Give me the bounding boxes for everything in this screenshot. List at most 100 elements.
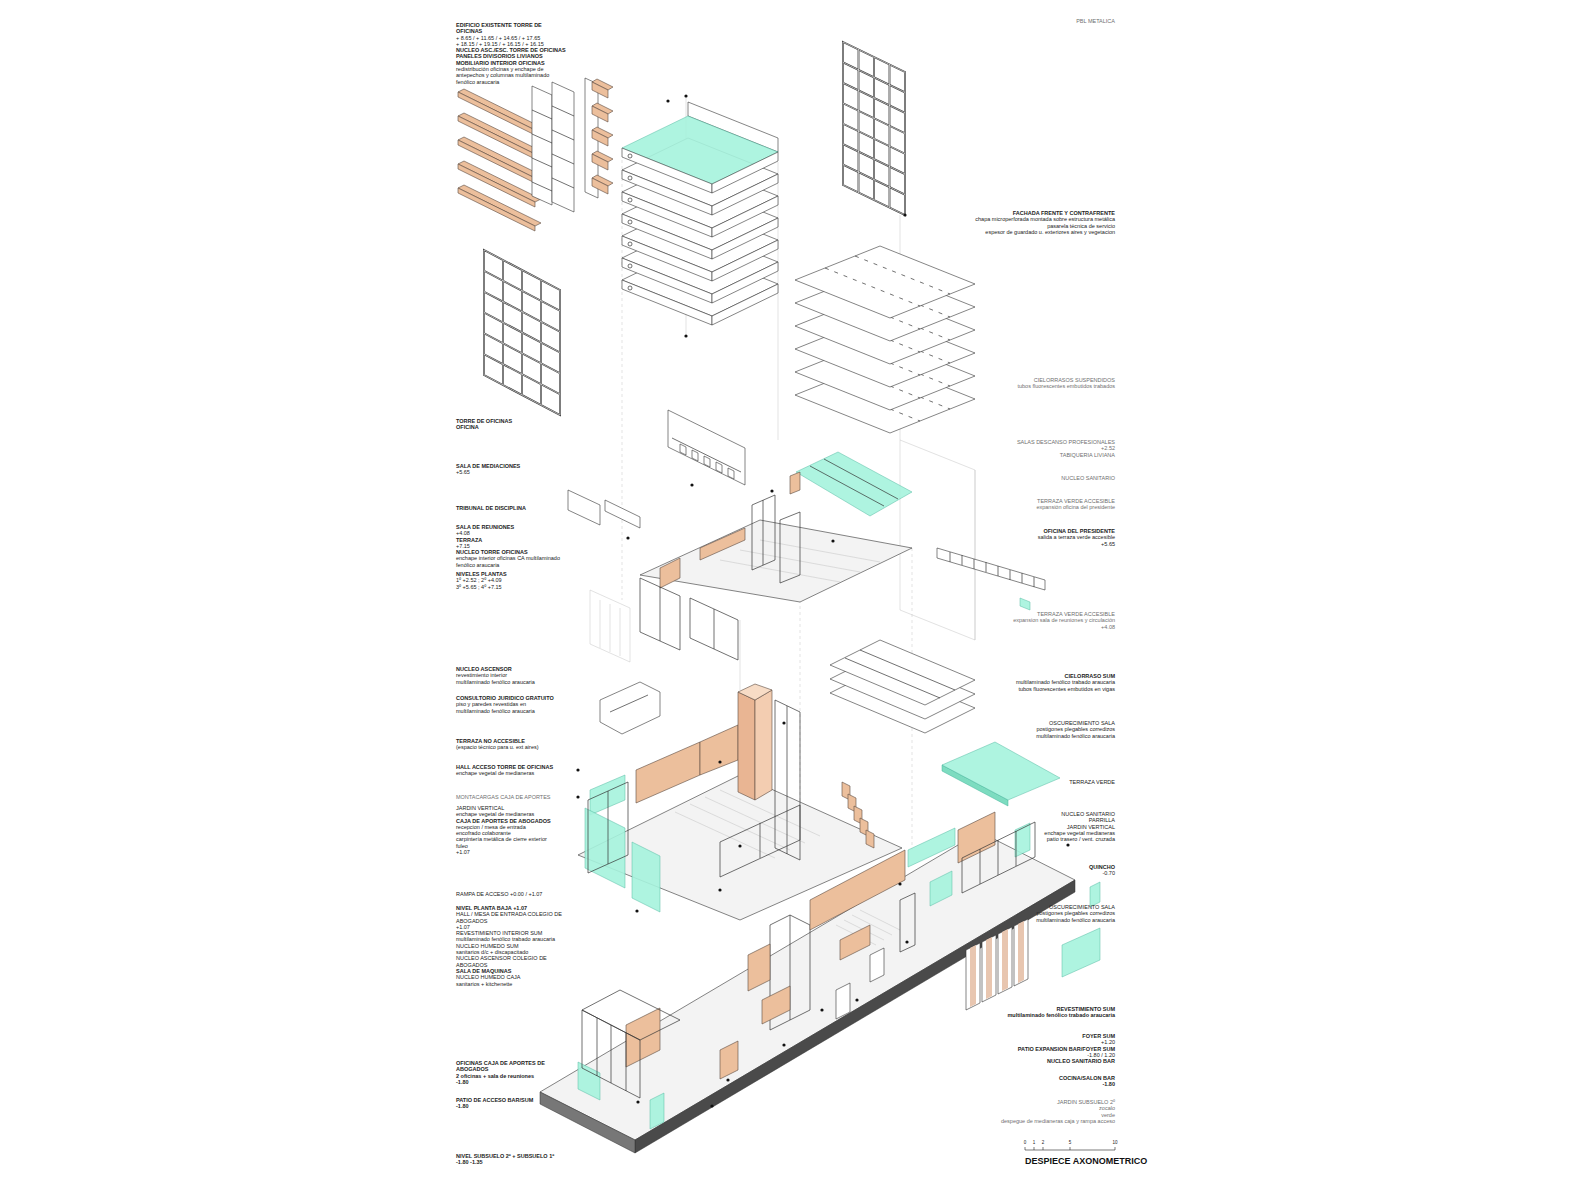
annotation-group: TERRAZA VERDE <box>945 779 1115 785</box>
annotation-label: 1º +2.52 ; 2º +4.09 <box>456 577 566 583</box>
annotation-label: NIVEL SUBSUELO 2º + SUBSUELO 1º <box>456 1153 566 1159</box>
annotation-label: salida a terraza verde accesible <box>945 534 1115 540</box>
annotation-group: EDIFICIO EXISTENTE TORRE DE OFICINAS+ 8.… <box>456 22 566 85</box>
annotation-label: HALL ACCESO TORRE DE OFICINAS <box>456 764 566 770</box>
annotation-group: JARDIN SUBSUELO 2ºzocaloverdedespegue de… <box>945 1099 1115 1124</box>
annotation-label: encofrado colaborante <box>456 830 566 836</box>
annotation-label: +4.08 <box>456 530 566 536</box>
annotation-label: RAMPA DE ACCESO +0.00 / +1.07 <box>456 891 566 897</box>
annotation-group: TRIBUNAL DE DISCIPLINA <box>456 505 566 511</box>
annotation-group: PATIO DE ACCESO BAR/SUM-1.80 <box>456 1097 566 1110</box>
annotation-label: JARDIN VERTICAL <box>945 824 1115 830</box>
annotation-label: expansion sala de reuniones y circulació… <box>945 617 1115 623</box>
annotation-label: -1.80 / 1.20 <box>945 1052 1115 1058</box>
annotation-label: enchape interior oficinas CA multilamina… <box>456 555 566 568</box>
annotation-group: JARDIN VERTICALenchape vegetal de median… <box>456 805 566 855</box>
annotation-label: NUCLEO SANITARIO BAR <box>945 1058 1115 1064</box>
annotation-group: RAMPA DE ACCESO +0.00 / +1.07 <box>456 891 566 897</box>
facade-grid-right-inner <box>843 42 905 215</box>
wall-lining-panels <box>966 882 1100 1010</box>
annotation-group: COCINA/SALON BAR-1.80 <box>945 1075 1115 1088</box>
annotation-label: NUCLEO HUMEDO CAJA <box>456 974 566 980</box>
annotation-group: NIVEL PLANTA BAJA +1.07HALL / MESA DE EN… <box>456 905 566 987</box>
facade-grid-right <box>843 42 905 215</box>
annotation-label: multilaminado fenólico trabado araucaria <box>945 1012 1115 1018</box>
annotation-label: HALL / MESA DE ENTRADA COLEGIO DE ABOGAD… <box>456 911 566 924</box>
drawing-title: DESPIECE AXONOMETRICO <box>1025 1156 1147 1166</box>
annotation-label: multilaminado fenólico trabado araucaria <box>945 679 1115 685</box>
annotation-label: TRIBUNAL DE DISCIPLINA <box>456 505 566 511</box>
annotation-group: OSCURECIMIENTO SALApostigones plegables … <box>945 904 1115 923</box>
annotation-label: +1.20 <box>945 1039 1115 1045</box>
annotation-label: sanitarios d/c + discapacitado <box>456 949 566 955</box>
scale-number: 10 <box>1112 1140 1117 1145</box>
basement <box>540 812 1075 1153</box>
reference-dots <box>576 94 1069 1107</box>
annotation-label: TERRAZA NO ACCESIBLE <box>456 738 566 744</box>
annotation-label: SALAS DESCANSO PROFESIONALES <box>945 439 1115 445</box>
annotation-group: QUINCHO-0.70 <box>945 864 1115 877</box>
annotation-group: SALA DE MEDIACIONES+5.65 <box>456 463 566 476</box>
annotation-label: MOBILIARIO INTERIOR OFICINAS <box>456 60 566 66</box>
annotation-label: expansión oficina del presidente <box>945 504 1115 510</box>
annotation-label: REVESTIMIENTO INTERIOR SUM <box>456 930 566 936</box>
annotation-label: NUCLEO TORRE OFICINAS <box>456 549 566 555</box>
annotation-group: MONTACARGAS CAJA DE APORTES <box>456 794 566 800</box>
annotation-label: TORRE DE OFICINAS <box>456 418 566 424</box>
annotation-label: SALA DE MEDIACIONES <box>456 463 566 469</box>
annotation-label: piso y paredes revestidas en <box>456 701 566 707</box>
upper-floors <box>568 410 1045 733</box>
annotation-label: chapa microperforada montada sobre estru… <box>945 216 1115 222</box>
annotation-group: NIVEL SUBSUELO 2º + SUBSUELO 1º-1.80 -1.… <box>456 1153 566 1166</box>
annotation-label: -1.80 <box>456 1079 566 1085</box>
scale-number: 5 <box>1069 1140 1072 1145</box>
annotation-label: NIVEL PLANTA BAJA +1.07 <box>456 905 566 911</box>
annotation-label: espesor de guardado u. exteriores aires … <box>945 229 1115 235</box>
annotation-label: postigones plegables corredizos <box>945 726 1115 732</box>
annotation-label: QUINCHO <box>945 864 1115 870</box>
scale-bar <box>1025 1147 1115 1150</box>
annotation-label: OFICINA <box>456 424 566 430</box>
annotation-label: + 8.65 / + 11.65 / + 14.65 / + 17.65 <box>456 35 566 41</box>
annotation-label: multilaminado fenólico araucaria <box>456 708 566 714</box>
annotation-group: SALAS DESCANSO PROFESIONALES+2.52TABIQUE… <box>945 439 1115 458</box>
annotation-label: + 18.15 / + 19.15 / + 16.15 / + 16.15 <box>456 41 566 47</box>
annotation-label: (espacio técnico para u. ext aires) <box>456 744 566 750</box>
annotation-label: OFICINAS CAJA DE APORTES DE ABOGADOS <box>456 1060 566 1073</box>
annotation-label: fuleo <box>456 843 566 849</box>
annotation-group: NUCLEO ASCENSORrevestimiento interiormul… <box>456 666 566 685</box>
annotation-label: TERRAZA VERDE ACCESIBLE <box>945 498 1115 504</box>
annotation-group: OSCURECIMIENTO SALApostigones plegables … <box>945 720 1115 739</box>
annotation-label: enchape vegetal medianeras <box>945 830 1115 836</box>
annotation-label: TERRAZA VERDE ACCESIBLE <box>945 611 1115 617</box>
annotation-label: +4.08 <box>945 624 1115 630</box>
annotation-label: multilaminado fenólico araucaria <box>456 679 566 685</box>
annotation-label: zocalo <box>945 1105 1115 1111</box>
annotation-group: CONSULTORIO JURIDICO GRATUITOpiso y pare… <box>456 695 566 714</box>
annotation-group: PBL METALICA <box>945 18 1115 24</box>
annotation-label: SALA DE REUNIONES <box>456 524 566 530</box>
annotation-group: SALA DE REUNIONES+4.08TERRAZA+7.15NUCLEO… <box>456 524 566 568</box>
annotation-label: 2 oficinas + sala de reuniones <box>456 1073 566 1079</box>
guide-lines <box>590 96 975 870</box>
annotation-label: +5.65 <box>456 469 566 475</box>
annotation-label: OSCURECIMIENTO SALA <box>945 904 1115 910</box>
annotation-group: TORRE DE OFICINASOFICINA <box>456 418 566 431</box>
annotation-label: PATIO EXPANSION BAR/FOYER SUM <box>945 1046 1115 1052</box>
annotation-label: postigones plegables corredizos <box>945 910 1115 916</box>
annotation-group: REVESTIMIENTO SUMmultilaminado fenólico … <box>945 1006 1115 1019</box>
annotation-label: NUCLEO SANITARIO <box>945 811 1115 817</box>
annotation-group: FOYER SUM+1.20PATIO EXPANSION BAR/FOYER … <box>945 1033 1115 1064</box>
annotation-label: REVESTIMIENTO SUM <box>945 1006 1115 1012</box>
annotation-label: TERRAZA <box>456 537 566 543</box>
annotation-group: CIELORRASOS SUSPENDIDOStubos fluorescent… <box>945 377 1115 390</box>
annotation-label: JARDIN SUBSUELO 2º <box>945 1099 1115 1105</box>
facade-grid-left <box>484 250 560 415</box>
annotation-label: multilaminado fenólico trabado araucaria <box>456 936 566 942</box>
annotation-label: enchape vegetal de medianeras <box>456 770 566 776</box>
annotation-label: PBL METALICA <box>945 18 1115 24</box>
annotation-label: NIVELES PLANTAS <box>456 571 566 577</box>
annotation-label: -1.80 -1.35 <box>456 1159 566 1165</box>
